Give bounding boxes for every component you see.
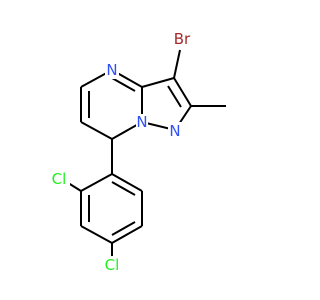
bond-c4p-c5p	[111, 225, 143, 244]
bond-c6p-c1p	[111, 173, 143, 192]
atom-n4: N	[106, 61, 117, 79]
bond-c3-br	[173, 49, 181, 79]
bond-c3a-n4-inner	[111, 77, 136, 92]
atom-n1: N	[169, 122, 180, 140]
bond-c3-c2	[173, 77, 192, 107]
bond-c1p-c2p	[80, 173, 113, 192]
bond-c6-c7	[80, 121, 113, 140]
bond-c3a-c3	[141, 77, 175, 88]
atom-label-layer: Br N N N Cl Cl	[48, 30, 192, 274]
bond-c4p-c5p-inner	[111, 221, 136, 236]
bond-c3-c2-inner	[167, 85, 182, 108]
bond-c6p-c1p-inner	[111, 181, 136, 196]
bond-c3p-c4p	[80, 225, 113, 244]
atom-br: Br	[174, 30, 191, 48]
atom-n7a: N	[136, 113, 147, 131]
structure-canvas: Br N N N Cl Cl	[48, 30, 226, 274]
atom-cl-para: Cl	[105, 256, 120, 274]
bond-layer	[64, 49, 226, 258]
atom-cl-ortho: Cl	[52, 170, 67, 188]
